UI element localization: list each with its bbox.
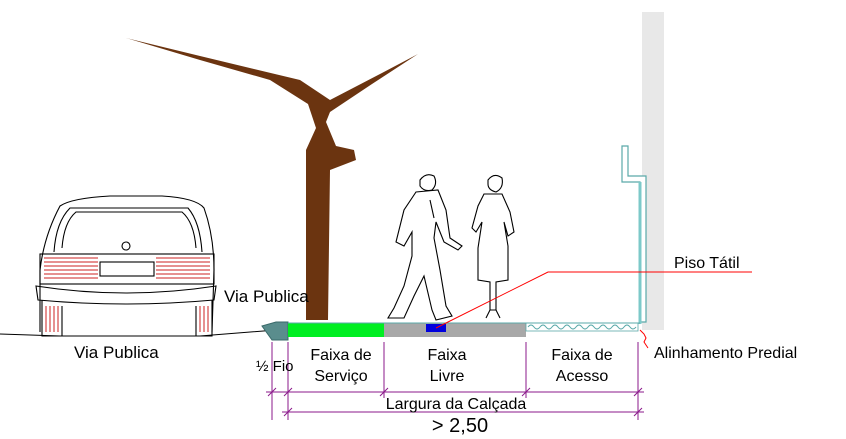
faixa-servico-label-line2: Serviço bbox=[314, 368, 367, 385]
faixa-livre-label-line1: Faixa bbox=[427, 347, 466, 364]
piso-tatil-leader bbox=[435, 271, 752, 329]
piso-tatil-label: Piso Tátil bbox=[674, 255, 740, 272]
pedestrian-woman-icon bbox=[471, 174, 515, 319]
car-icon bbox=[35, 195, 217, 337]
via-publica-center-label: Via Publica bbox=[224, 287, 309, 306]
faixa-livre-strip bbox=[384, 323, 526, 337]
pedestrian-man-icon bbox=[387, 174, 463, 321]
largura-minima-label: > 2,50 bbox=[432, 415, 488, 437]
curb bbox=[261, 321, 289, 341]
building-icon bbox=[621, 12, 664, 330]
faixa-servico-strip bbox=[288, 323, 384, 337]
alinhamento-predial-label: Alinhamento Predial bbox=[654, 345, 797, 362]
faixa-acesso-label-line1: Faixa de bbox=[551, 347, 612, 364]
via-publica-left-label: Via Publica bbox=[74, 343, 159, 362]
dimension-lines bbox=[266, 342, 644, 420]
faixa-servico-label-line1: Faixa de bbox=[310, 347, 371, 364]
faixa-acesso-strip bbox=[525, 322, 639, 332]
faixa-livre-label-line2: Livre bbox=[430, 368, 465, 385]
faixa-acesso-label-line2: Acesso bbox=[556, 368, 609, 385]
alinhamento-leader bbox=[639, 329, 649, 349]
meio-fio-label: ½ Fio bbox=[256, 358, 294, 375]
road-surface bbox=[0, 329, 277, 337]
largura-calcada-label: Largura da Calçada bbox=[386, 396, 527, 413]
